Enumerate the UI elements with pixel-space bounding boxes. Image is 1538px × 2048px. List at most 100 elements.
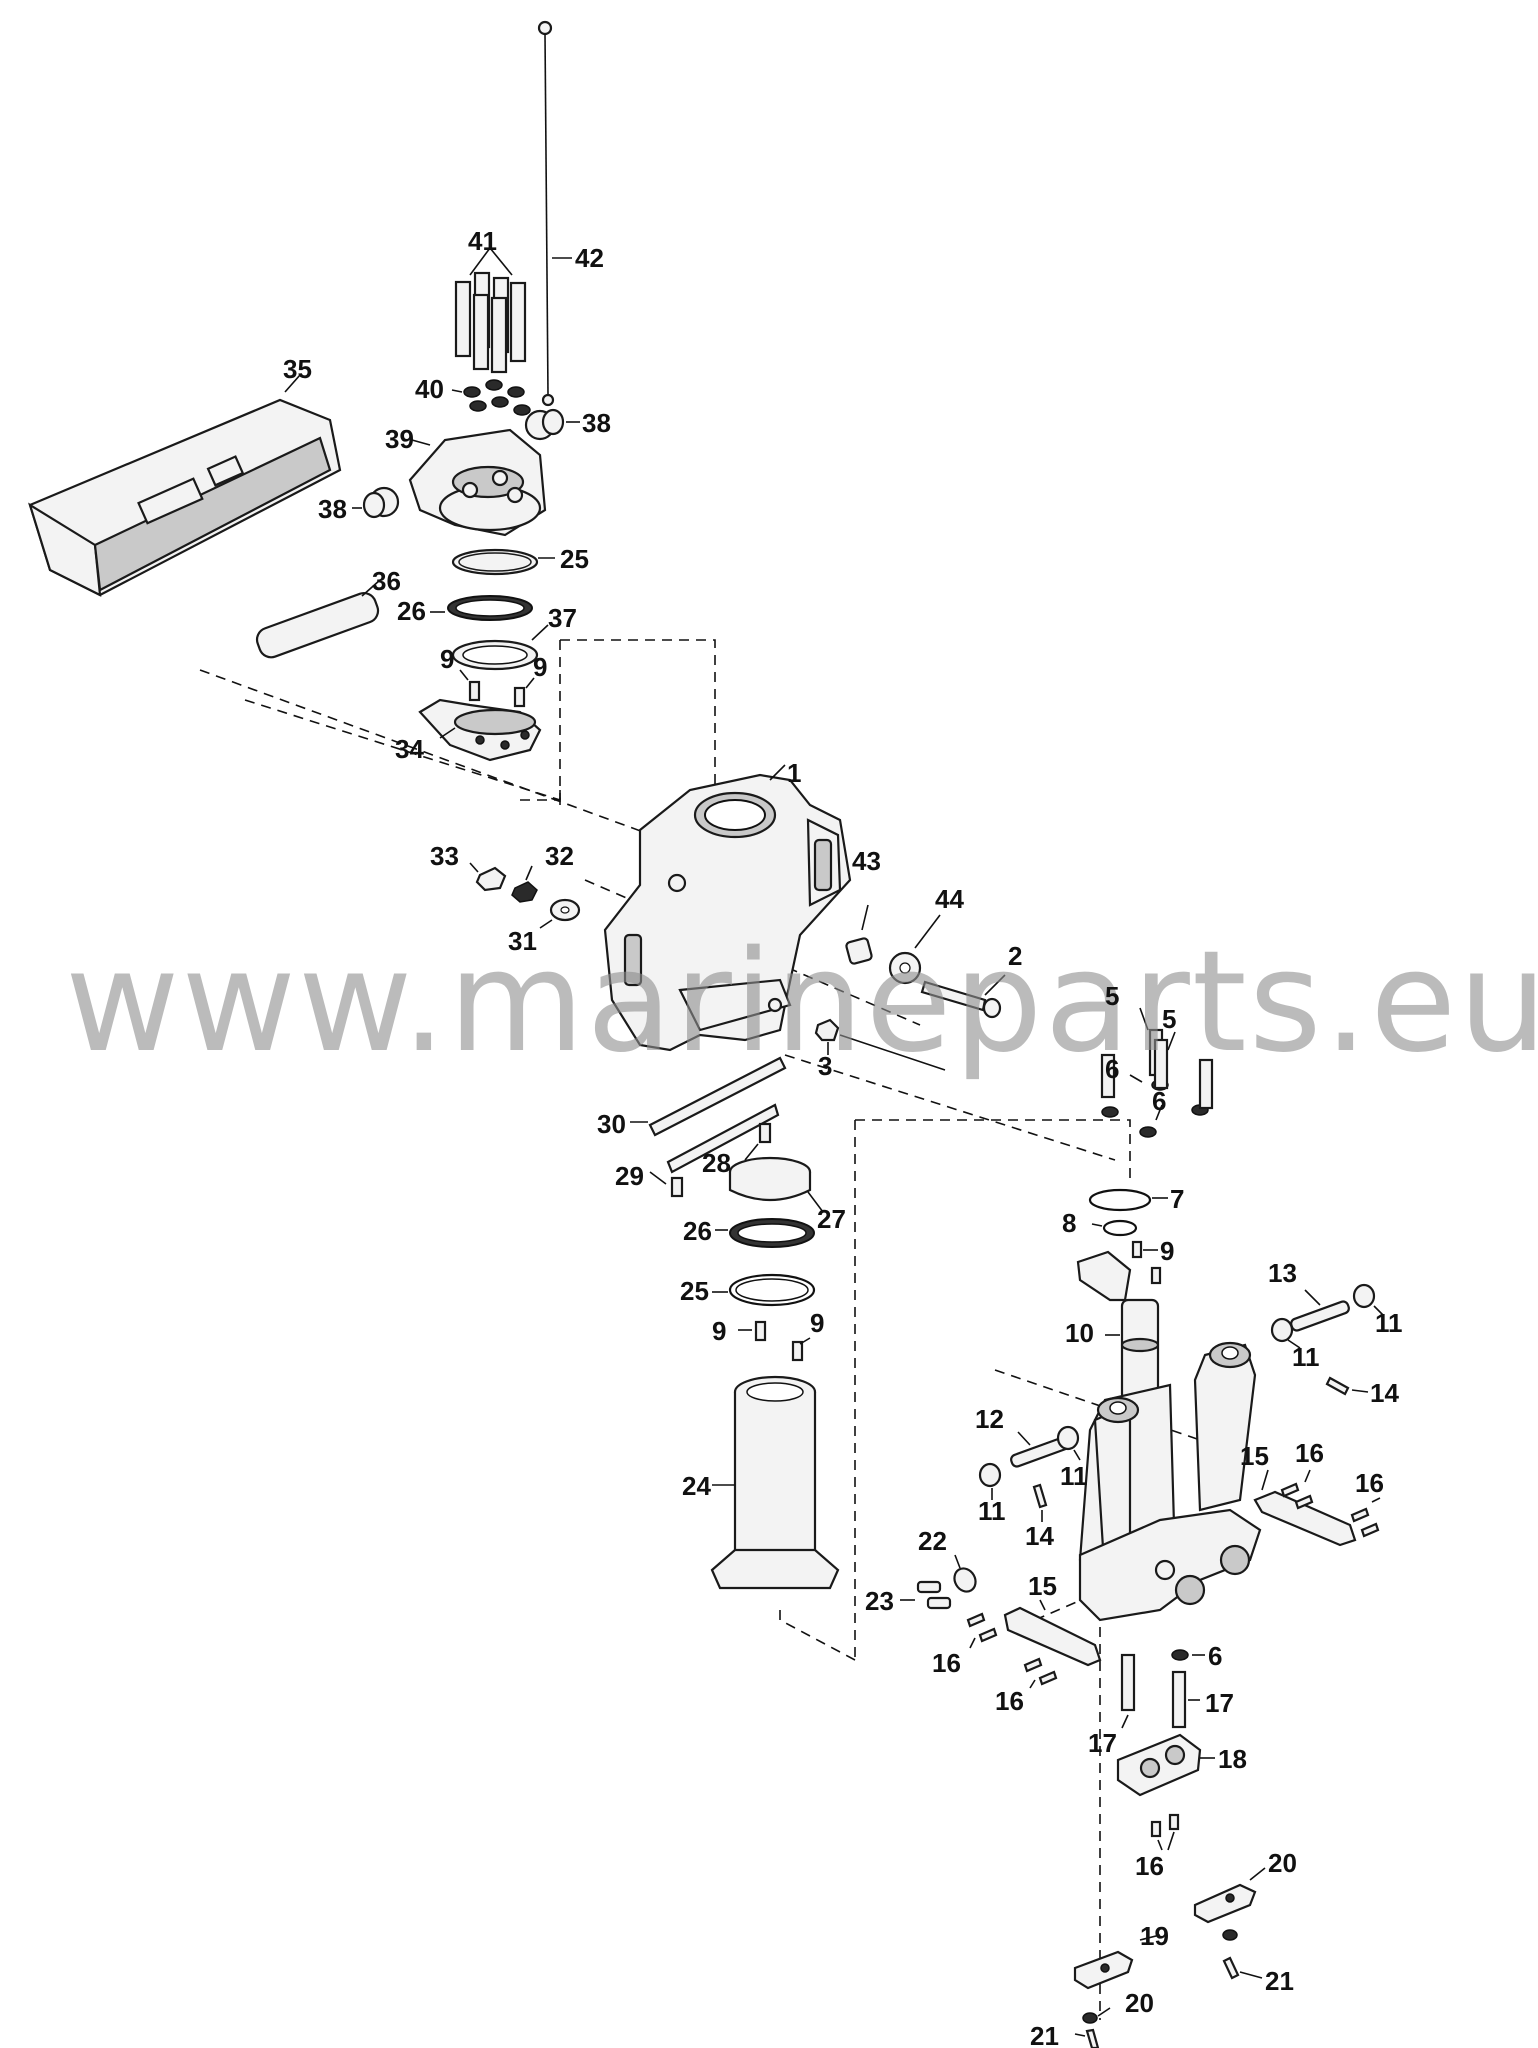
callout-14b: 14 [1025, 1521, 1054, 1551]
callout-9d: 9 [712, 1316, 726, 1346]
callout-41: 41 [468, 226, 497, 256]
callout-9a: 9 [440, 644, 454, 674]
callout-14a: 14 [1370, 1378, 1399, 1408]
callout-15a: 15 [1240, 1441, 1269, 1471]
part-9-pins-right [1131, 1240, 1162, 1285]
callout-21a: 21 [1265, 1966, 1294, 1996]
callout-25b: 25 [680, 1276, 709, 1306]
part-39-steering-head [408, 428, 547, 537]
callout-24: 24 [682, 1471, 711, 1501]
part-14-screw-right [1325, 1376, 1369, 1396]
callout-21b: 21 [1030, 2021, 1059, 2048]
callout-36: 36 [372, 566, 401, 596]
part-23-screws [900, 1580, 952, 1610]
part-41-bolts [454, 247, 527, 374]
callout-3: 3 [818, 1051, 832, 1081]
callout-22: 22 [918, 1526, 947, 1556]
part-11-bushings-left [978, 1425, 1081, 1500]
callout-5b: 5 [1162, 1004, 1176, 1034]
callout-11a: 11 [1375, 1308, 1403, 1338]
part-7-oring [1088, 1188, 1168, 1212]
part-14-screw-left [1032, 1483, 1048, 1522]
pump-manifold [1078, 1508, 1262, 1622]
callout-38b: 38 [318, 494, 347, 524]
callout-11b: 11 [1292, 1342, 1320, 1372]
part-30-plate [630, 1056, 787, 1174]
part-27-bearing [728, 1156, 824, 1213]
part-22-washer [953, 1554, 977, 1593]
part-37-bearing [451, 624, 549, 671]
part-25-oring-upper [451, 548, 555, 576]
part-13-pin [1290, 1289, 1350, 1332]
part-42-rod [537, 20, 572, 407]
callout-20b: 20 [1125, 1988, 1154, 2018]
callout-29: 29 [615, 1161, 644, 1191]
callout-19: 19 [1140, 1921, 1169, 1951]
callout-34: 34 [395, 734, 424, 764]
callout-10: 10 [1065, 1318, 1094, 1348]
part-31-washer [539, 898, 581, 929]
part-26-ring-lower [715, 1218, 815, 1248]
cylinder-body-right [1193, 1341, 1257, 1512]
callout-9c: 9 [1160, 1236, 1174, 1266]
callout-16d: 16 [995, 1686, 1024, 1716]
part-16-screws-bottom [1150, 1813, 1180, 1851]
callout-labels: 1 2 3 5 5 6 6 6 7 8 9 9 9 9 9 10 11 11 1… [283, 226, 1403, 2048]
part-40-washers [451, 379, 531, 416]
callout-23: 23 [865, 1586, 894, 1616]
watermark-text: www.marineparts.eu [65, 921, 1538, 1084]
part-18-block [1116, 1733, 1215, 1797]
part-26-ring-upper [430, 595, 533, 621]
callout-11d: 11 [978, 1496, 1006, 1526]
part-29-screw [649, 1171, 684, 1198]
callout-16c: 16 [932, 1648, 961, 1678]
callout-32: 32 [545, 841, 574, 871]
callout-12: 12 [975, 1404, 1004, 1434]
part-15-link-left [1003, 1599, 1102, 1667]
callout-8: 8 [1062, 1208, 1076, 1238]
part-32-washer [511, 865, 538, 903]
callout-7: 7 [1170, 1184, 1184, 1214]
part-35-cover [28, 374, 342, 597]
callout-6b: 6 [1152, 1086, 1166, 1116]
part-9-pins-lower [738, 1320, 811, 1362]
part-38-bushing-upper [524, 408, 580, 441]
callout-16b: 16 [1355, 1468, 1384, 1498]
part-2-bolt [920, 974, 1006, 1019]
part-21-screws [1074, 1956, 1263, 2048]
part-16-screws-right [1280, 1469, 1381, 1538]
part-9-pins-upper [459, 669, 535, 708]
callout-37: 37 [548, 603, 577, 633]
part-10-cylinder [1076, 1250, 1160, 1402]
part-25-oring-lower [712, 1273, 816, 1307]
part-5-bolts [1100, 1007, 1214, 1110]
part-16-screws-left [966, 1612, 1058, 1689]
part-3-nut-rod [814, 1018, 946, 1071]
part-34-steering-arm [418, 698, 542, 762]
callout-5a: 5 [1105, 981, 1119, 1011]
part-19-anode-lower [1073, 1934, 1161, 1990]
part-20-anode-upper [1193, 1867, 1266, 1924]
callout-26b: 26 [683, 1216, 712, 1246]
part-8-oring [1091, 1219, 1138, 1237]
part-33-nut [469, 862, 507, 892]
part-24-column [710, 1375, 840, 1590]
callout-27: 27 [817, 1204, 846, 1234]
callout-38a: 38 [582, 408, 611, 438]
callout-35: 35 [283, 354, 312, 384]
callout-28: 28 [702, 1148, 731, 1178]
callout-17a: 17 [1088, 1728, 1117, 1758]
callout-1: 1 [787, 758, 801, 788]
callout-20a: 20 [1268, 1848, 1297, 1878]
part-44-washer [888, 914, 941, 985]
callout-42: 42 [575, 243, 604, 273]
callout-9b: 9 [533, 652, 547, 682]
callout-6c: 6 [1208, 1641, 1222, 1671]
callout-13: 13 [1268, 1258, 1297, 1288]
callout-15b: 15 [1028, 1571, 1057, 1601]
part-17-bolts [1120, 1653, 1200, 1729]
callout-40: 40 [415, 374, 444, 404]
callout-25a: 25 [560, 544, 589, 574]
